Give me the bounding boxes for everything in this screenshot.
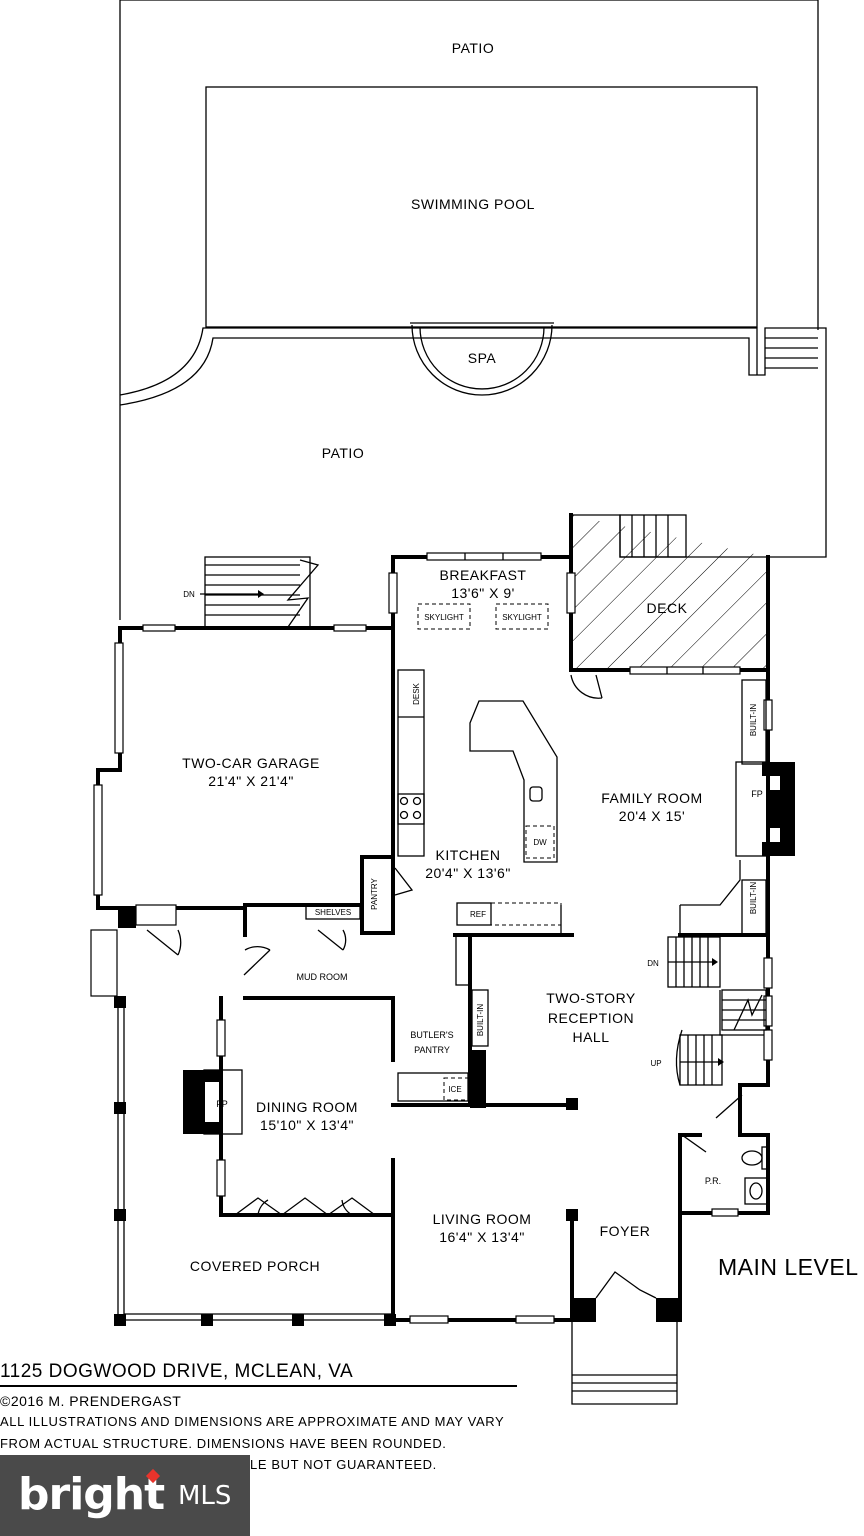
copyright-line: ©2016 M. PRENDERGAST (0, 1393, 182, 1409)
label-patio-top: PATIO (452, 40, 494, 56)
logo-brand-text: bright (18, 1469, 165, 1520)
label-skylight-1: SKYLIGHT (424, 613, 464, 622)
label-foyer: FOYER (600, 1223, 651, 1239)
label-desk: DESK (412, 682, 421, 704)
label-skylight-2: SKYLIGHT (502, 613, 542, 622)
label-kitchen-dim: 20'4" X 13'6" (425, 865, 511, 881)
label-fp-family: FP (751, 789, 763, 799)
windows (90, 552, 773, 1324)
label-family-room: FAMILY ROOM (601, 790, 702, 806)
logo-suffix-text: MLS (178, 1481, 232, 1511)
label-dn-hall: DN (647, 959, 659, 968)
kitchen-island (469, 700, 558, 863)
label-two-car-garage-dim: 21'4" X 21'4" (208, 773, 294, 789)
disclaimer-line-1: ALL ILLUSTRATIONS AND DIMENSIONS ARE APP… (0, 1414, 505, 1429)
label-dining-room: DINING ROOM (256, 1099, 358, 1115)
label-breakfast: BREAKFAST (440, 567, 527, 583)
outdoor-area (119, 0, 827, 620)
deck (569, 513, 770, 672)
label-pantry: PANTRY (370, 877, 379, 909)
label-mud-room: MUD ROOM (297, 972, 348, 982)
label-dw: DW (533, 838, 547, 847)
label-swimming-pool: SWIMMING POOL (411, 196, 535, 212)
stairs-front (571, 1322, 678, 1405)
label-kitchen: KITCHEN (436, 847, 501, 863)
label-reception-1: TWO-STORY (546, 990, 636, 1006)
kitchen-fixtures (305, 603, 769, 1205)
property-address: 1125 DOGWOOD DRIVE, MCLEAN, VA (0, 1361, 354, 1382)
label-built-in-1: BUILT-IN (749, 704, 758, 737)
label-breakfast-dim: 13'6" X 9' (451, 585, 515, 601)
spa (411, 324, 553, 396)
columns (114, 908, 680, 1326)
label-living-room-dim: 16'4" X 13'4" (439, 1229, 525, 1245)
label-family-room-dim: 20'4 X 15' (619, 808, 685, 824)
label-fp-dining: FP (216, 1099, 228, 1109)
label-patio: PATIO (322, 445, 364, 461)
label-living-room: LIVING ROOM (433, 1211, 532, 1227)
label-ice: ICE (448, 1085, 461, 1094)
fireplace-family (735, 761, 795, 857)
stairs-hall (667, 936, 767, 1086)
label-built-in-3: BUILT-IN (476, 1004, 485, 1037)
pool-stairs (765, 337, 818, 369)
swimming-pool (205, 86, 758, 328)
label-two-car-garage: TWO-CAR GARAGE (182, 755, 320, 771)
room-labels: PATIO SWIMMING POOL SPA PATIO BREAKFAST … (182, 40, 763, 1274)
deck-stairs (619, 514, 687, 558)
stairs-garage (200, 556, 320, 628)
label-spa: SPA (468, 350, 497, 366)
label-up: UP (650, 1059, 661, 1068)
level-title: MAIN LEVEL (718, 1254, 859, 1280)
label-covered-porch: COVERED PORCH (190, 1258, 320, 1274)
fireplace-dining (183, 1069, 243, 1135)
label-ref: REF (470, 910, 486, 919)
label-butlers-2: PANTRY (414, 1045, 450, 1055)
label-deck: DECK (647, 600, 688, 616)
label-dn-top: DN (183, 590, 195, 599)
doors (146, 674, 743, 1299)
label-dining-room-dim: 15'10" X 13'4" (260, 1117, 354, 1133)
label-reception-2: RECEPTION (548, 1010, 634, 1026)
label-built-in-2: BUILT-IN (749, 882, 758, 915)
disclaimer-line-3: LE BUT NOT GUARANTEED. (250, 1457, 437, 1472)
label-pr: P.R. (705, 1176, 721, 1186)
label-shelves: SHELVES (315, 908, 351, 917)
disclaimer-line-2: FROM ACTUAL STRUCTURE. DIMENSIONS HAVE B… (0, 1436, 447, 1451)
footer-divider (0, 1385, 517, 1387)
label-reception-3: HALL (572, 1029, 609, 1045)
label-butlers-1: BUTLER'S (410, 1030, 453, 1040)
bright-mls-logo: bright MLS (0, 1455, 250, 1536)
